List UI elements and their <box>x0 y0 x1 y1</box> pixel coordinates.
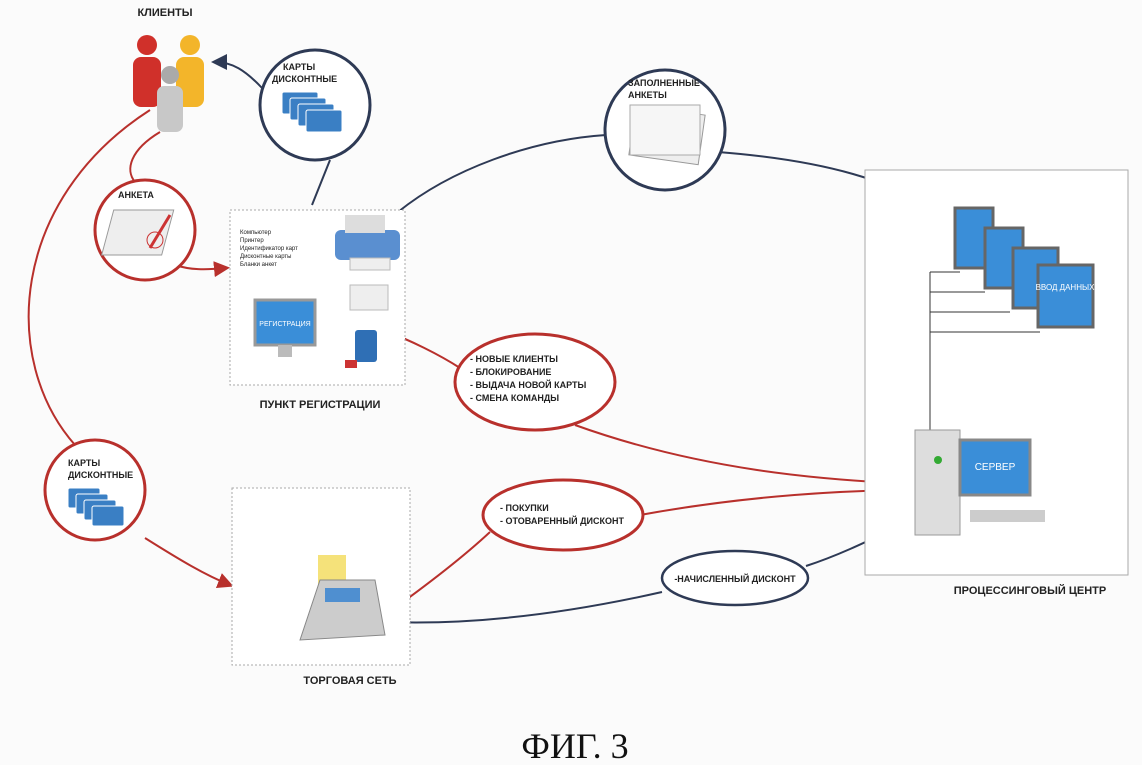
discount-message: -НАЧИСЛЕННЫЙ ДИСКОНТ <box>674 573 796 584</box>
connector <box>130 132 160 182</box>
svg-text:РЕГИСТРАЦИЯ: РЕГИСТРАЦИЯ <box>259 321 310 328</box>
cards-bottom-label: ДИСКОНТНЫЕ <box>68 470 133 480</box>
anketa-label: АНКЕТА <box>118 190 154 200</box>
svg-text:ВВОД ДАННЫХ: ВВОД ДАННЫХ <box>1036 283 1095 292</box>
svg-text:Дисконтные карты: Дисконтные карты <box>240 254 292 260</box>
server-icon: СЕРВЕР <box>915 430 1045 535</box>
connector <box>575 425 915 484</box>
trade-label: ТОРГОВАЯ СЕТЬ <box>303 675 396 687</box>
cards-top-label: ДИСКОНТНЫЕ <box>272 74 337 84</box>
connector <box>215 62 262 88</box>
connector <box>175 265 226 269</box>
message-item: - СМЕНА КОМАНДЫ <box>470 393 559 403</box>
svg-text:СЕРВЕР: СЕРВЕР <box>975 462 1016 473</box>
filled-forms-label: АНКЕТЫ <box>628 90 667 100</box>
people-icon <box>133 35 204 132</box>
documents-stack-icon <box>629 105 705 165</box>
connector <box>145 538 230 585</box>
connector <box>388 592 662 623</box>
message-item: - НОВЫЕ КЛИЕНТЫ <box>470 354 558 364</box>
svg-text:Идентификатор карт: Идентификатор карт <box>240 246 298 252</box>
svg-text:Бланки анкет: Бланки анкет <box>240 262 277 268</box>
filled-forms-label: ЗАПОЛНЕННЫЕ <box>628 78 700 88</box>
message-item: - ВЫДАЧА НОВОЙ КАРТЫ <box>470 379 586 390</box>
trade-messages-ellipse <box>483 480 643 550</box>
connector <box>398 135 606 212</box>
registration-label: ПУНКТ РЕГИСТРАЦИИ <box>260 399 381 411</box>
svg-text:Принтер: Принтер <box>240 238 264 244</box>
svg-text:Компьютер: Компьютер <box>240 230 272 236</box>
figure-title: ФИГ. 3 <box>521 726 628 765</box>
message-item: - ОТОВАРЕННЫЙ ДИСКОНТ <box>500 515 624 526</box>
processing-label: ПРОЦЕССИНГОВЫЙ ЦЕНТР <box>954 584 1106 597</box>
message-item: - ПОКУПКИ <box>500 503 549 513</box>
message-item: - БЛОКИРОВАНИЕ <box>470 367 551 377</box>
connector <box>312 160 330 205</box>
cards-top-label: КАРТЫ <box>283 62 315 72</box>
form-stack-icon <box>350 285 388 310</box>
cards-bottom-label: КАРТЫ <box>68 458 100 468</box>
clients-label: КЛИЕНТЫ <box>137 7 192 19</box>
form-pen-icon <box>102 210 174 255</box>
